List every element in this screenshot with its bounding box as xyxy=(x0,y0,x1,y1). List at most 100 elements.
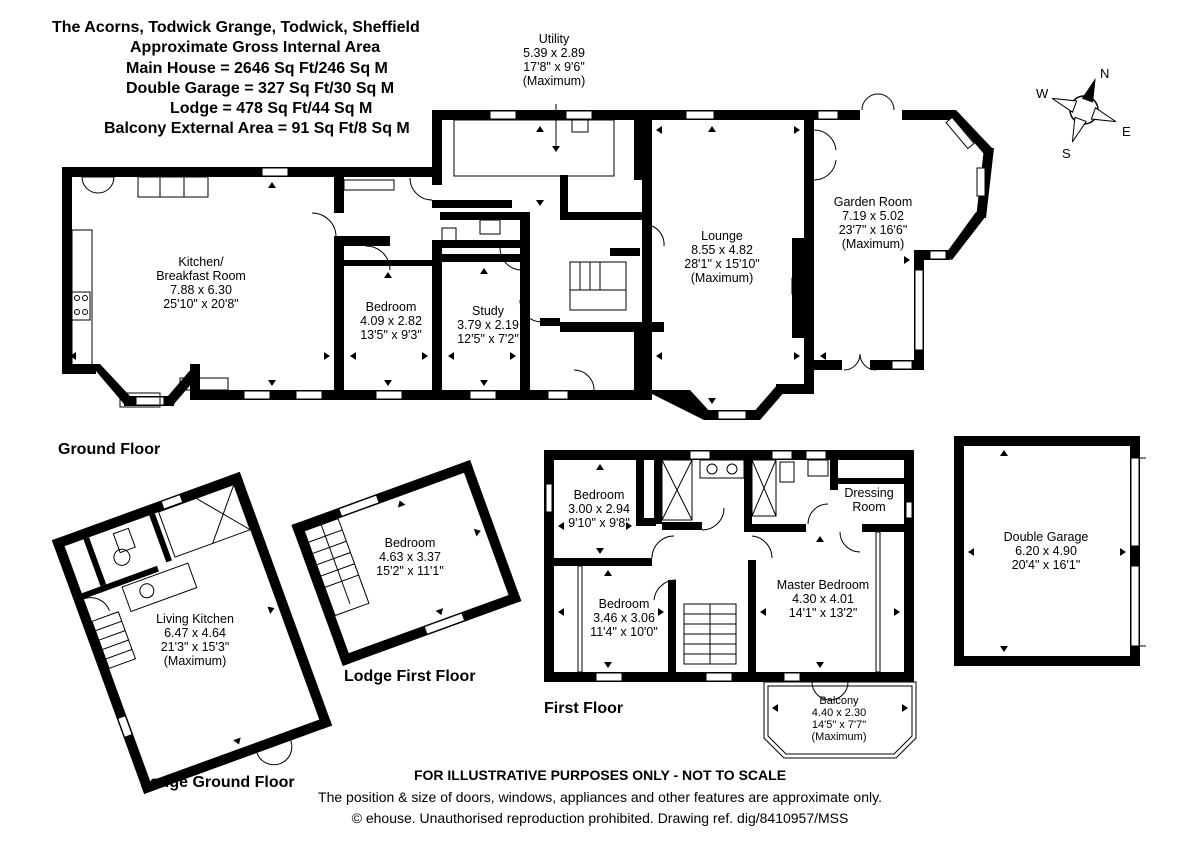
utility-worktop xyxy=(453,119,615,177)
sink-icon xyxy=(571,119,589,133)
window xyxy=(375,390,403,400)
window xyxy=(160,494,184,510)
compass-west: W xyxy=(1036,86,1049,101)
door xyxy=(807,503,829,525)
balcony-outline xyxy=(763,681,917,759)
window xyxy=(135,396,165,406)
lodge-ground-floor-label: Lodge Ground Floor xyxy=(140,774,295,791)
lodge-ground-floor-plan xyxy=(51,471,333,794)
room-living-kitchen: Living Kitchen 6.47 x 4.64 21'3" x 15'3"… xyxy=(156,612,234,668)
garage-plan xyxy=(954,436,1146,666)
room-double-garage: Double Garage 6.20 x 4.90 20'4" x 16'1" xyxy=(1003,530,1089,572)
window xyxy=(595,672,623,682)
window xyxy=(689,450,711,460)
door xyxy=(813,129,837,181)
window xyxy=(717,410,747,420)
room-bedroom-first-1: Bedroom 3.00 x 2.94 9'10" x 9'8" xyxy=(568,488,630,530)
basin-icon xyxy=(113,548,131,566)
room-balcony: Balcony 4.40 x 2.30 14'5" x 7'7" (Maximu… xyxy=(811,695,867,743)
property-address: The Acorns, Todwick Grange, Todwick, She… xyxy=(52,19,420,36)
staircase xyxy=(91,611,137,670)
window xyxy=(945,116,975,150)
room-study: Study 3.79 x 2.19 12'5" x 7'2" xyxy=(457,304,519,346)
room-master-bedroom: Master Bedroom 4.30 x 4.01 14'1" x 13'2" xyxy=(776,578,870,620)
room-bedroom-first-2: Bedroom 3.46 x 3.06 11'4" x 10'0" xyxy=(590,597,658,639)
french-doors xyxy=(861,93,895,111)
door xyxy=(651,535,675,559)
compass-icon xyxy=(1051,78,1117,143)
double-garage-area: Double Garage = 327 Sq Ft/30 Sq M xyxy=(126,80,395,97)
basin-icon xyxy=(807,459,829,477)
toilet-icon xyxy=(112,527,136,554)
window xyxy=(929,250,947,260)
door xyxy=(573,369,595,391)
compass-north: N xyxy=(1100,66,1110,81)
window xyxy=(423,612,466,635)
compass-east: E xyxy=(1122,124,1131,139)
window xyxy=(489,110,517,120)
window xyxy=(117,715,133,738)
basin-icon xyxy=(699,459,745,479)
window xyxy=(905,501,913,519)
door xyxy=(365,245,391,271)
window xyxy=(295,390,323,400)
disclaimer: FOR ILLUSTRATIVE PURPOSES ONLY - NOT TO … xyxy=(413,767,787,783)
room-lodge-bedroom: Bedroom 4.63 x 3.37 15'2" x 11'1" xyxy=(376,536,444,578)
window xyxy=(783,672,801,682)
window xyxy=(914,269,924,351)
gia-title: Approximate Gross Internal Area xyxy=(130,39,381,56)
garage-door xyxy=(1130,457,1140,547)
door xyxy=(519,299,543,323)
door xyxy=(83,597,110,611)
room-kitchen: Kitchen/ Breakfast Room 7.88 x 6.30 25'1… xyxy=(156,255,246,311)
room-garden-room: Garden Room 7.19 x 5.02 23'7" x 16'6" (M… xyxy=(833,195,913,251)
window xyxy=(547,390,569,400)
disclaimer-note: The position & size of doors, windows, a… xyxy=(318,789,882,805)
french-doors xyxy=(256,740,293,766)
room-dressing: Dressing Room xyxy=(844,486,894,514)
lodge-first-floor-label: Lodge First Floor xyxy=(344,668,476,685)
window xyxy=(545,483,553,513)
window xyxy=(685,110,715,120)
toilet-icon xyxy=(779,461,795,483)
door xyxy=(653,579,677,601)
staircase xyxy=(569,261,627,311)
compass-south: S xyxy=(1062,146,1071,161)
kitchen-units xyxy=(137,176,209,198)
window xyxy=(338,494,380,518)
window xyxy=(243,390,271,400)
shower-icon xyxy=(157,484,251,558)
shower-icon xyxy=(751,459,777,517)
first-floor-plan xyxy=(544,450,917,759)
kitchen-units xyxy=(121,562,198,613)
ground-floor-label: Ground Floor xyxy=(58,441,161,458)
window xyxy=(771,450,793,460)
hob-icon xyxy=(71,291,91,321)
french-doors xyxy=(843,353,877,371)
sink-icon xyxy=(139,583,155,599)
toilet-icon xyxy=(441,227,457,243)
window xyxy=(817,110,839,120)
lodge-area: Lodge = 478 Sq Ft/44 Sq M xyxy=(170,100,373,117)
window xyxy=(469,390,497,400)
staircase xyxy=(303,518,370,617)
window xyxy=(705,672,733,682)
copyright: © ehouse. Unauthorised reproduction proh… xyxy=(351,810,849,826)
window xyxy=(976,167,986,197)
ground-floor-plan xyxy=(62,93,994,420)
shower-icon xyxy=(661,459,693,521)
room-lounge: Lounge 8.55 x 4.82 28'1" x 15'10" (Maxim… xyxy=(684,229,760,285)
worktop xyxy=(179,377,229,391)
door xyxy=(701,507,725,531)
french-doors xyxy=(811,681,849,701)
door xyxy=(751,535,773,559)
window xyxy=(891,360,913,370)
fireplace xyxy=(792,238,804,338)
main-house-area: Main House = 2646 Sq Ft/246 Sq M xyxy=(126,60,388,77)
window xyxy=(261,167,289,177)
door xyxy=(409,177,433,201)
balcony-area: Balcony External Area = 91 Sq Ft/8 Sq M xyxy=(104,120,410,137)
door xyxy=(499,247,521,271)
door xyxy=(839,531,861,553)
